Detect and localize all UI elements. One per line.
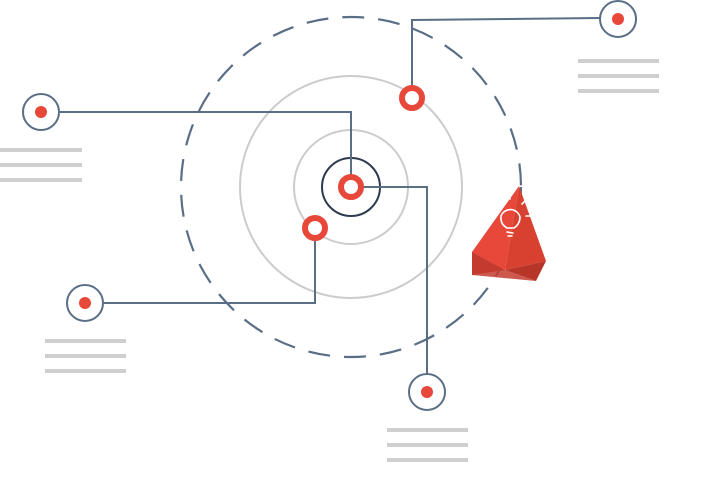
placeholder-text-lines (45, 339, 126, 373)
ring-node-icon (399, 85, 425, 111)
outer-node-left-lower (45, 284, 126, 373)
dot-node-center (35, 106, 47, 118)
outer-dashed-orbit (179, 15, 523, 359)
connector-center-to-left-upper (60, 111, 352, 187)
outer-node-bottom (387, 373, 468, 462)
placeholder-text-lines (578, 59, 659, 93)
placeholder-text-lines (387, 428, 468, 462)
outer-node-left-upper (0, 93, 82, 182)
lightbulb-icon (490, 194, 531, 237)
paper-plane-lightbulb-icon (472, 186, 546, 281)
connector-lines (60, 17, 601, 375)
inner-node-top (399, 85, 425, 111)
connector-inner-left-to-left-lower (104, 228, 316, 304)
target-center-icon (338, 174, 364, 200)
outer-node-top-right (578, 0, 659, 93)
connector-inner-top-to-top-right (411, 17, 601, 97)
center-node (338, 174, 364, 200)
dot-node-center (79, 297, 91, 309)
connector-center-to-bottom (351, 186, 428, 375)
inner-node-left (302, 215, 328, 241)
placeholder-text-lines (0, 148, 82, 182)
ring-node-icon (302, 215, 328, 241)
middle-orbit (239, 75, 463, 299)
dot-node-center (421, 386, 433, 398)
dot-node-center (612, 13, 624, 25)
